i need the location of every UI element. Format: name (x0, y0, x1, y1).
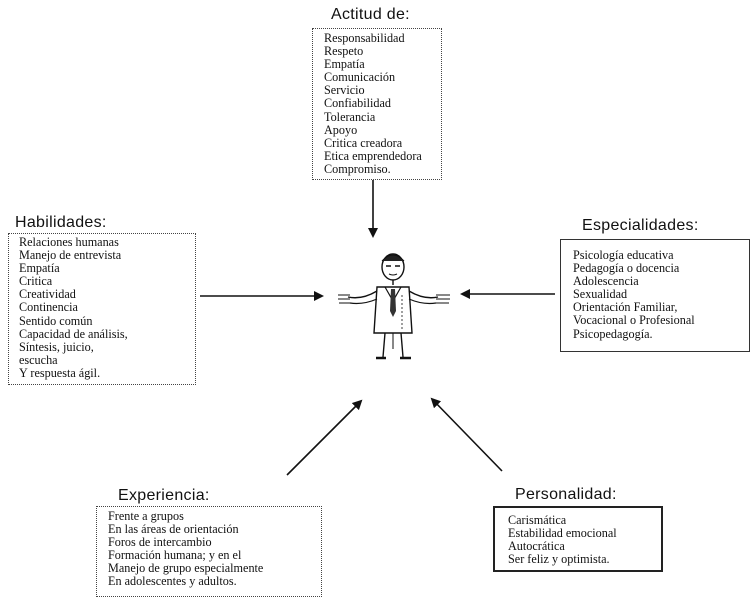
list-item: Critica creadora (324, 135, 403, 150)
list-item: Empatía (19, 261, 60, 276)
arrow-experiencia (286, 399, 363, 476)
list-item: Creatividad (19, 287, 76, 302)
list-item: Adolescencia (573, 274, 639, 289)
list-item: Comunicación (324, 70, 396, 85)
list-item: Respeto (324, 44, 364, 59)
list-item: Carismática (508, 513, 567, 527)
list-item: Psicopedagogía. (573, 326, 653, 341)
list-item: Manejo de grupo especialmente (108, 561, 264, 576)
list-item: Capacidad de análisis, (19, 326, 128, 341)
list-item: En adolescentes y adultos. (108, 574, 237, 589)
list-item: Psicología educativa (573, 248, 674, 262)
list-item: Sentido común (19, 313, 93, 328)
list-item: Y respuesta ágil. (19, 365, 101, 380)
list-item: Continencia (19, 300, 78, 315)
especialidades-box: Psicología educativa Pedagogía o docenci… (560, 239, 750, 352)
habilidades-box: Relaciones humanas Manejo de entrevista … (8, 233, 196, 385)
person-figure-icon (338, 253, 450, 360)
list-item: Manejo de entrevista (19, 248, 122, 263)
list-item: Frente a grupos (108, 509, 184, 523)
list-item: Confiabilidad (324, 96, 392, 111)
actitud-title: Actitud de: (331, 6, 410, 23)
especialidades-title: Especialidades: (582, 217, 699, 234)
list-item: Foros de intercambio (108, 535, 212, 550)
list-item: Síntesis, juicio, (19, 339, 94, 354)
list-item: Servicio (324, 83, 365, 98)
list-item: Formación humana; y en el (108, 548, 242, 563)
list-item: Empatía (324, 57, 365, 72)
list-item: Etica emprendedora (324, 148, 422, 163)
arrow-personalidad (430, 397, 503, 472)
list-item: Pedagogía o docencia (573, 261, 680, 276)
list-item: Orientación Familiar, (573, 300, 678, 315)
list-item: Compromiso. (324, 161, 391, 176)
personalidad-title: Personalidad: (515, 486, 617, 503)
list-item: Relaciones humanas (19, 235, 119, 249)
list-item: Vocacional o Profesional (573, 313, 695, 328)
list-item: Autocrática (508, 539, 565, 554)
list-item: Ser feliz y optimista. (508, 552, 610, 567)
experiencia-box: Frente a grupos En las áreas de orientac… (96, 506, 322, 597)
list-item: Responsabilidad (324, 31, 405, 45)
personalidad-box: Carismática Estabilidad emocional Autocr… (493, 506, 663, 572)
list-item: Estabilidad emocional (508, 526, 617, 541)
list-item: Sexualidad (573, 287, 628, 302)
list-item: En las áreas de orientación (108, 522, 239, 537)
list-item: Tolerancia (324, 109, 376, 124)
list-item: Critica (19, 274, 53, 289)
experiencia-title: Experiencia: (118, 487, 210, 504)
actitud-box: Responsabilidad Respeto Empatía Comunica… (312, 28, 442, 180)
habilidades-title: Habilidades: (15, 214, 107, 231)
list-item: escucha (19, 352, 58, 367)
list-item: Apoyo (324, 122, 358, 137)
